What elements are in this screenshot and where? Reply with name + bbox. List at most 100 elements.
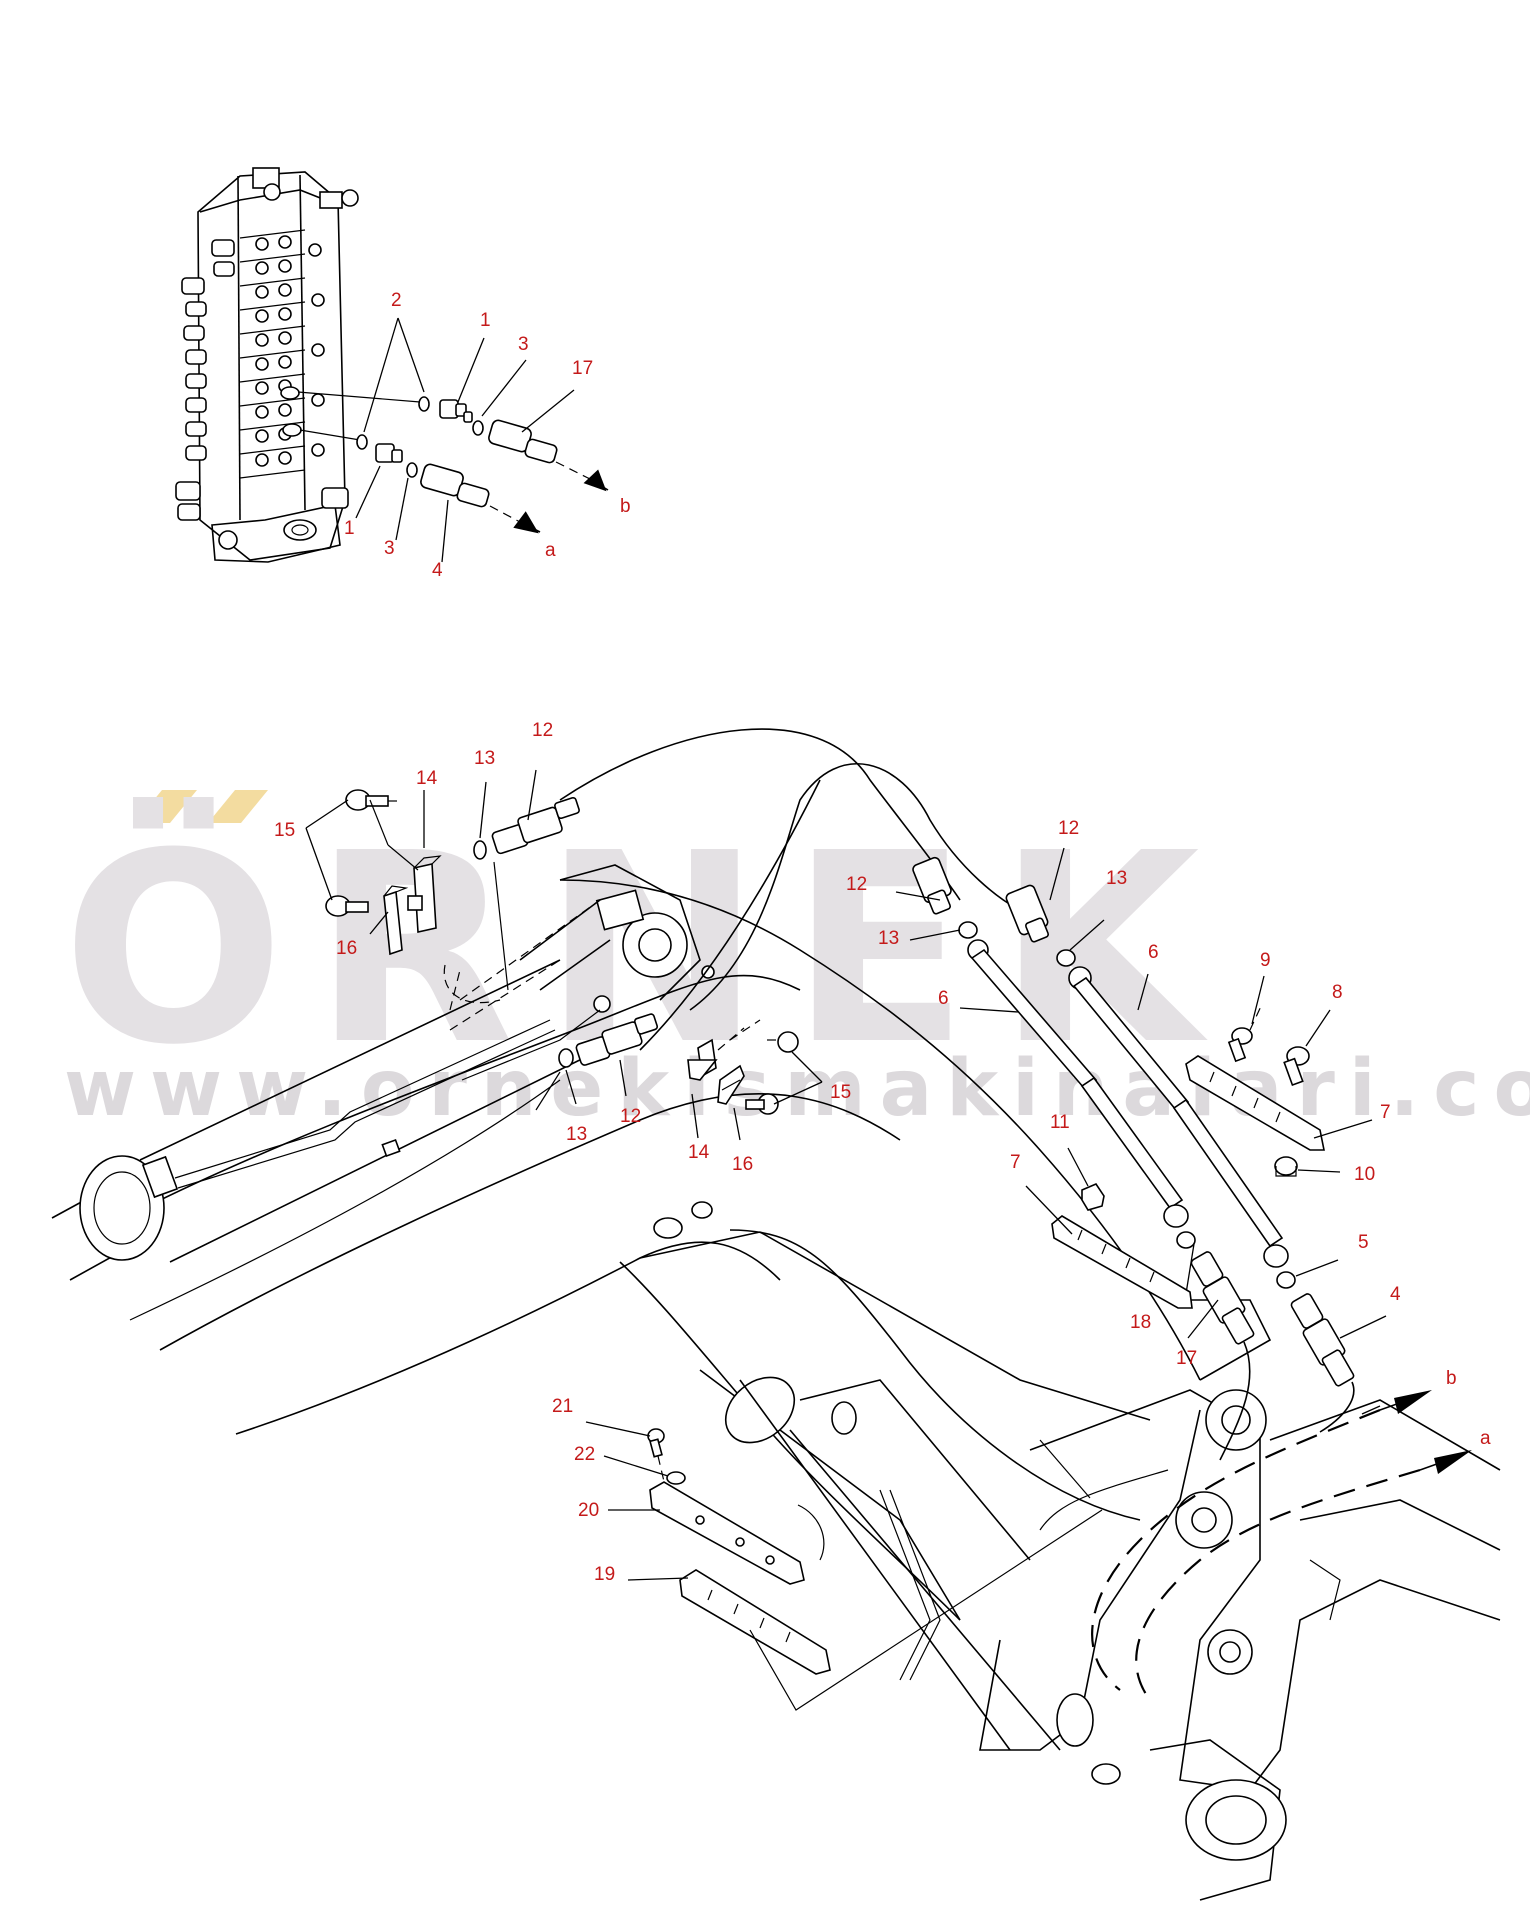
- clamp-set-lower: [585, 1421, 1103, 1711]
- bolt-15-upper-center: [766, 1031, 799, 1053]
- callout-22: 22: [574, 1444, 595, 1465]
- callout-12-top-left: 12: [532, 720, 553, 741]
- control-valve-assembly: [175, 167, 359, 563]
- o-ring-13-center: [558, 1048, 574, 1068]
- callout-21: 21: [552, 1396, 573, 1417]
- o-ring-2-lower: [356, 434, 368, 450]
- arrow-a-top: [513, 511, 539, 534]
- callout-1-lower: 1: [344, 518, 355, 539]
- callout-1-top: 1: [480, 310, 491, 331]
- watermark-umlaut-right: [208, 790, 268, 823]
- clamp-7-right: [1185, 1055, 1373, 1151]
- clamp-16-upper: [383, 885, 409, 956]
- callout-15-center: 15: [830, 1082, 851, 1103]
- callout-13-center: 13: [566, 1124, 587, 1145]
- callout-a-top: a: [545, 540, 556, 561]
- o-ring-2-upper: [418, 396, 430, 412]
- callout-b-bottom: b: [1446, 1368, 1457, 1389]
- callout-16-center: 16: [732, 1154, 753, 1175]
- leaders-top: [355, 317, 575, 563]
- arrow-a-bottom: [1434, 1450, 1472, 1474]
- hose-end-17: [488, 419, 558, 464]
- bolt-8: [1283, 1009, 1331, 1087]
- fittings-exploded-lower: [299, 429, 541, 534]
- callout-6-left: 6: [938, 988, 949, 1009]
- hose-routing: [559, 728, 1021, 1051]
- hose-end-12-center: [535, 1013, 659, 1111]
- tube-assembly-6-left: [895, 856, 1196, 1249]
- boom-body: [235, 1201, 1151, 1621]
- callout-6-right: 6: [1148, 942, 1159, 963]
- hose-end-4-top: [420, 463, 490, 508]
- fittings-exploded-upper: [297, 391, 609, 492]
- callout-14-center: 14: [688, 1142, 710, 1163]
- callout-3-top: 3: [518, 334, 529, 355]
- clamp-14-center: [687, 1038, 718, 1081]
- callout-18: 18: [1130, 1312, 1151, 1333]
- bolt-21: [585, 1421, 667, 1491]
- watermark: ÖRNEK www.ornekismakinalari.com.tr: [62, 790, 1530, 1134]
- callout-11: 11: [1050, 1112, 1070, 1133]
- callout-9: 9: [1260, 950, 1271, 971]
- nut-11: [1067, 1147, 1105, 1211]
- arrow-b-bottom: [1394, 1390, 1432, 1414]
- hose-end-17-lower: [1183, 1243, 1255, 1461]
- callout-17-top: 17: [572, 358, 593, 379]
- nut-10: [1274, 1156, 1341, 1177]
- callouts: 2 1 3 17 b 1 3 4 a 12 13 14 15 16 12 13 …: [274, 290, 1491, 1585]
- bolt-15-bottom: [325, 895, 369, 917]
- boom-foot: [979, 1299, 1501, 1901]
- callout-5: 5: [1358, 1232, 1369, 1253]
- callout-15-top-left: 15: [274, 820, 295, 841]
- o-ring-18: [1176, 1231, 1196, 1249]
- clamp-group-upper-left: [305, 789, 501, 1011]
- callout-2-top: 2: [391, 290, 402, 311]
- callout-12-center: 12: [620, 1106, 641, 1127]
- clamp-16-center: [717, 1064, 745, 1105]
- callout-12-mid-left: 12: [846, 874, 867, 895]
- adapter-1-upper: [439, 399, 473, 423]
- callout-10: 10: [1354, 1164, 1375, 1185]
- callout-4-top: 4: [432, 560, 443, 581]
- clamp-20: [608, 1481, 805, 1585]
- clamp-19: [627, 1569, 831, 1675]
- o-ring-13-top-left: [473, 840, 487, 860]
- callout-14-top-left: 14: [416, 768, 438, 789]
- callout-4-lower: 4: [1390, 1284, 1401, 1305]
- washer-22: [603, 1455, 686, 1485]
- hose-paths-dashed: [1039, 1390, 1472, 1701]
- callout-a-bottom: a: [1480, 1428, 1491, 1449]
- o-ring-13-mid-right: [1056, 949, 1076, 967]
- boom-cylinder: [724, 1376, 1061, 1751]
- callout-16-top-left: 16: [336, 938, 357, 959]
- hose-end-4-lower: [1290, 1259, 1387, 1433]
- callout-13-mid-right: 13: [1106, 868, 1127, 889]
- o-ring-3-lower: [406, 462, 418, 478]
- o-ring-5: [1276, 1271, 1296, 1289]
- clamp-group-center: [687, 1019, 823, 1141]
- callout-12-mid-right: 12: [1058, 818, 1079, 839]
- hose-end-12-top-left: [473, 769, 580, 991]
- callout-19: 19: [594, 1564, 615, 1585]
- callout-13-top-left: 13: [474, 748, 495, 769]
- o-ring-13-mid-left: [958, 921, 978, 939]
- watermark-umlaut-left: [135, 790, 197, 823]
- adapter-1-lower: [375, 443, 403, 463]
- bolt-15-lower-center: [745, 1093, 779, 1115]
- boom-assembly: [51, 864, 1501, 1901]
- callout-20: 20: [578, 1500, 599, 1521]
- clamp-14-upper: [407, 855, 442, 933]
- o-ring-3-upper: [472, 420, 484, 436]
- callout-b-top: b: [620, 496, 631, 517]
- clamp-7-left: [1025, 1185, 1193, 1309]
- boom-head-linkage: [381, 864, 715, 1158]
- callout-8: 8: [1332, 982, 1343, 1003]
- callout-7-right: 7: [1380, 1102, 1391, 1123]
- tube-assembly-6-right: [1005, 847, 1296, 1289]
- callout-3-lower: 3: [384, 538, 395, 559]
- callout-7-left: 7: [1010, 1152, 1021, 1173]
- stick-cylinder: [51, 959, 601, 1281]
- bolt-15-top: [345, 789, 400, 811]
- bolt-9: [1227, 975, 1265, 1063]
